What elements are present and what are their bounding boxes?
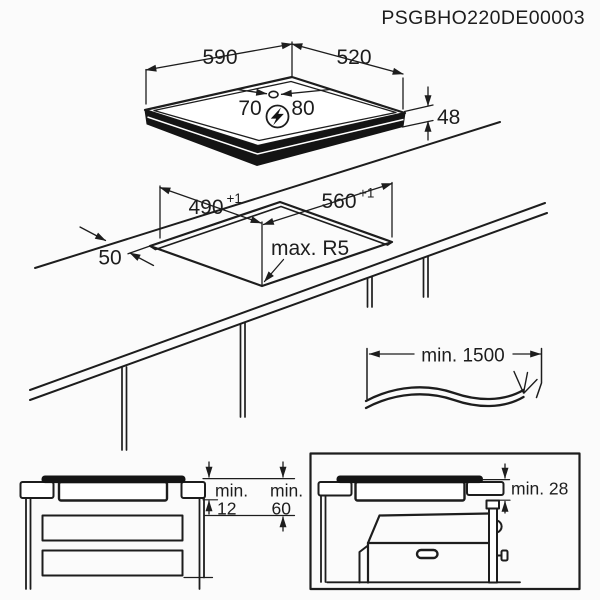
arrow-50-b <box>129 252 155 267</box>
dim-line-490 <box>159 186 262 224</box>
power-cable-view: min. 1500 <box>364 346 543 410</box>
hob-side-seam <box>147 116 404 155</box>
lightning-bolt-icon <box>265 104 290 129</box>
hob-glass-section-2 <box>336 475 483 484</box>
cable-bracket-right <box>535 347 543 399</box>
cable-wire-ends <box>513 370 538 394</box>
ref-line-48-top <box>403 104 434 113</box>
worktop-front-edge-top <box>29 202 546 391</box>
worktop-section-left <box>19 481 55 499</box>
connector-offset-left-label: 70 <box>238 97 261 120</box>
worktop-front-edge-bottom <box>29 212 548 401</box>
cutout-depth-label: 560 <box>321 190 356 213</box>
arrow-corner-radius <box>263 258 285 283</box>
cutout-width-tolerance: +1 <box>227 191 242 206</box>
cabinet-legs <box>121 255 429 451</box>
cutout-depth-tolerance: +1 <box>359 186 374 201</box>
dim-line-80 <box>280 88 331 97</box>
dim-line-560 <box>262 182 393 226</box>
cabinet-wall-left <box>25 497 32 590</box>
cable-outline-top <box>364 386 525 403</box>
oven-handle <box>415 548 439 560</box>
hob-isometric-view: 590 520 70 80 48 <box>143 41 460 167</box>
cable-length-label: min. 1500 <box>421 346 504 367</box>
oven-rear-rail <box>488 507 498 584</box>
dim-line-590 <box>145 42 293 72</box>
worktop-cutout-view: 490 +1 560 +1 50 max. R5 <box>29 121 548 451</box>
cable-outline-bottom <box>364 393 525 410</box>
corner-radius-label: max. R5 <box>271 237 349 260</box>
clearance-60-prefix: min. <box>270 481 303 501</box>
cutout-width-label: 490 <box>188 196 223 219</box>
hob-depth-label: 520 <box>336 46 371 69</box>
hob-glass-section <box>41 475 186 484</box>
oven-top-face <box>366 512 491 545</box>
worktop-section-left-2 <box>317 481 353 497</box>
hob-height-label: 48 <box>437 106 460 129</box>
oven-rail-cap <box>485 499 500 510</box>
detail-box-border <box>309 452 581 591</box>
oven-knob-round <box>496 519 503 534</box>
clearance-60-value: 60 <box>272 499 292 519</box>
hob-body-section <box>57 480 169 502</box>
dim-line-520 <box>291 43 404 75</box>
oven-left-panel <box>358 544 369 584</box>
product-code: PSGBHO220DE00003 <box>381 7 585 29</box>
rear-distance-label: 50 <box>98 247 121 270</box>
hob-width-label: 590 <box>202 46 237 69</box>
hob-body-section-2 <box>354 480 466 502</box>
drawer-clearance-view: min. 12 min. 60 <box>19 461 303 590</box>
oven-clearance-view: min. 28 <box>309 452 581 591</box>
drawer-upper <box>41 514 184 542</box>
dim-line-70 <box>236 88 268 96</box>
connector-offset-right-label: 80 <box>291 97 314 120</box>
clearance-12-prefix: min. <box>215 481 248 501</box>
drawer-lower <box>41 549 184 577</box>
cabinet-wall-left-2 <box>320 494 327 583</box>
cabinet-wall-right <box>198 497 205 590</box>
clearance-12-value: 12 <box>217 499 236 519</box>
worktop-section-right-2 <box>466 481 505 496</box>
oven-clearance-label: min. 28 <box>511 479 568 499</box>
arrow-50-a <box>79 226 107 242</box>
oven-knob-head <box>500 549 509 562</box>
ext-line-50 <box>127 245 151 255</box>
mains-connector-point <box>268 90 279 99</box>
worktop-section-right <box>180 481 206 499</box>
